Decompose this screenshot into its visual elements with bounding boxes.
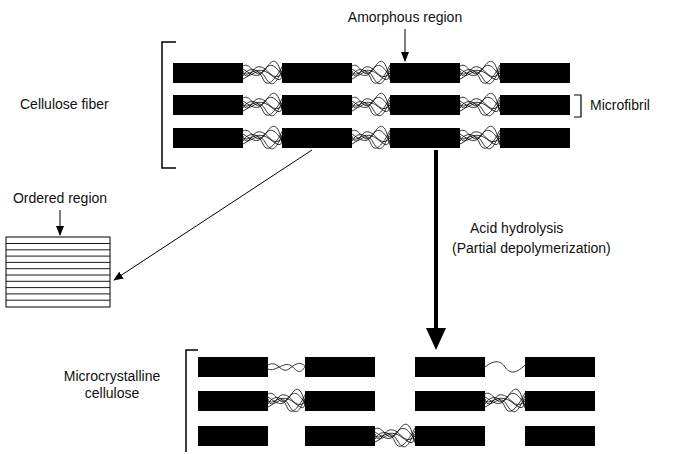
process-note: (Partial depolymerization) xyxy=(452,240,611,257)
process-label: Acid hydrolysis xyxy=(470,220,563,237)
part-label: Microfibril xyxy=(590,97,650,114)
group-label: Cellulose fiber xyxy=(20,96,109,113)
region-label: Amorphous region xyxy=(348,9,462,26)
group-label: Microcrystalline cellulose xyxy=(64,368,160,402)
region-label: Ordered region xyxy=(13,190,107,207)
